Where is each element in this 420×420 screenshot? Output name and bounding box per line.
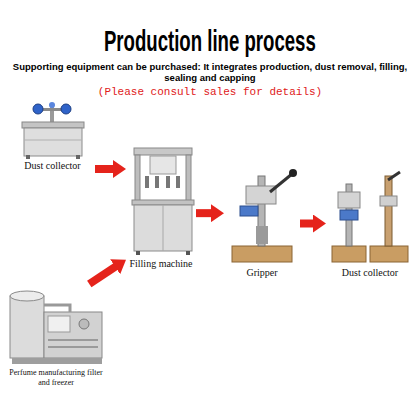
filling-machine-picture — [163, 205, 164, 251]
dust-collector-picture — [22, 102, 84, 159]
machine-station: Gripper — [224, 165, 300, 282]
filling-machine-picture — [136, 251, 140, 255]
flow-arrow — [300, 220, 315, 228]
dust-collector-picture — [76, 155, 80, 159]
title-row: Production line process — [0, 24, 420, 57]
capping-tool-picture — [388, 172, 400, 180]
capping-tool-picture — [370, 246, 408, 262]
filling-machine-picture — [134, 205, 192, 251]
station-label: Dust collector — [329, 267, 411, 279]
machine-station: Perfume manufacturing filter and freezer — [4, 284, 108, 390]
capping-tool-picture — [385, 176, 392, 246]
station-label: Dust collector — [13, 160, 92, 172]
freezer-picture — [48, 339, 98, 341]
freezer-picture — [44, 305, 70, 312]
capping-tool-picture — [332, 246, 366, 262]
capping-tool-picture — [380, 196, 397, 206]
freezer-picture — [10, 296, 44, 358]
gripper-picture — [289, 169, 297, 177]
freezer-picture — [79, 319, 89, 329]
gripper-picture — [256, 226, 268, 244]
freezer-picture — [44, 312, 102, 358]
dust-collector-picture — [61, 104, 71, 114]
filling-machine-picture — [166, 176, 170, 188]
filling-machine-picture — [132, 200, 194, 205]
machine-station: Dust collector — [10, 100, 95, 175]
filling-machine-picture — [145, 176, 149, 188]
filling-machine-picture — [132, 148, 194, 255]
gripper-picture — [246, 186, 276, 204]
freezer-picture — [48, 346, 98, 348]
subtitle: Supporting equipment can be purchased: I… — [5, 62, 415, 84]
machine-station: Filling machine — [126, 140, 196, 273]
machine-station: Dust collector — [326, 165, 414, 282]
note: (Please consult sales for details) — [60, 86, 360, 99]
flow-arrow — [196, 209, 213, 217]
freezer-picture — [48, 316, 70, 332]
diagram-title: Production line process — [104, 24, 316, 57]
filling-machine-picture — [186, 251, 190, 255]
dust-collector-picture — [26, 155, 30, 159]
capping-tool-picture — [332, 172, 408, 262]
capping-tool-picture — [340, 210, 358, 220]
filling-machine-picture — [186, 155, 191, 203]
dust-collector-picture — [22, 122, 84, 128]
station-label: Perfume manufacturing filter and freezer — [7, 368, 105, 387]
dust-collector-picture — [24, 128, 82, 156]
capping-tool-picture — [338, 192, 360, 208]
filling-machine-picture — [134, 148, 192, 155]
freezer-picture — [10, 291, 44, 301]
freezer-picture — [12, 358, 102, 364]
flow-arrow — [95, 165, 115, 173]
dust-collector-picture — [49, 102, 55, 108]
dust-collector-picture — [24, 140, 82, 141]
station-label: Gripper — [227, 267, 297, 279]
station-label: Filling machine — [129, 258, 193, 270]
gripper-picture — [240, 206, 258, 216]
gripper-picture — [232, 246, 292, 262]
filling-machine-picture — [155, 176, 159, 188]
flow-arrow — [89, 266, 117, 284]
dust-collector-picture — [33, 104, 43, 114]
gripper-picture — [232, 169, 297, 262]
filling-machine-picture — [150, 156, 176, 174]
gripper-picture — [270, 174, 292, 192]
freezer-picture — [10, 291, 102, 364]
filling-machine-picture — [176, 176, 180, 188]
filling-machine-picture — [135, 155, 140, 203]
